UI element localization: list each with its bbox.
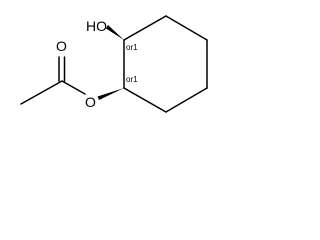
ring-bond-c6-c5 — [165, 15, 208, 41]
wedge-bond-c2-ester-oxygen — [97, 88, 124, 100]
stereo-descriptor-upper: or1 — [126, 43, 138, 52]
chemical-structure: HO O O or1 or1 — [20, 15, 208, 113]
bond-carbonyl-carbon-methyl — [20, 80, 63, 105]
cyclohexane-ring — [123, 15, 208, 113]
ring-bond-c3-c2 — [123, 87, 167, 113]
stereo-descriptor-lower: or1 — [126, 75, 138, 84]
ring-bond-c4-c3 — [165, 87, 208, 113]
ester-oxygen-label: O — [85, 94, 96, 110]
wedge-bond-c1-hydroxyl — [106, 25, 124, 40]
ring-bond-c1-c6 — [123, 15, 167, 41]
bond-ester-oxygen-carbonyl-carbon — [61, 80, 86, 95]
hydroxyl-label: HO — [86, 18, 107, 34]
acetyl-group — [20, 56, 86, 105]
carbonyl-oxygen-label: O — [56, 38, 67, 54]
